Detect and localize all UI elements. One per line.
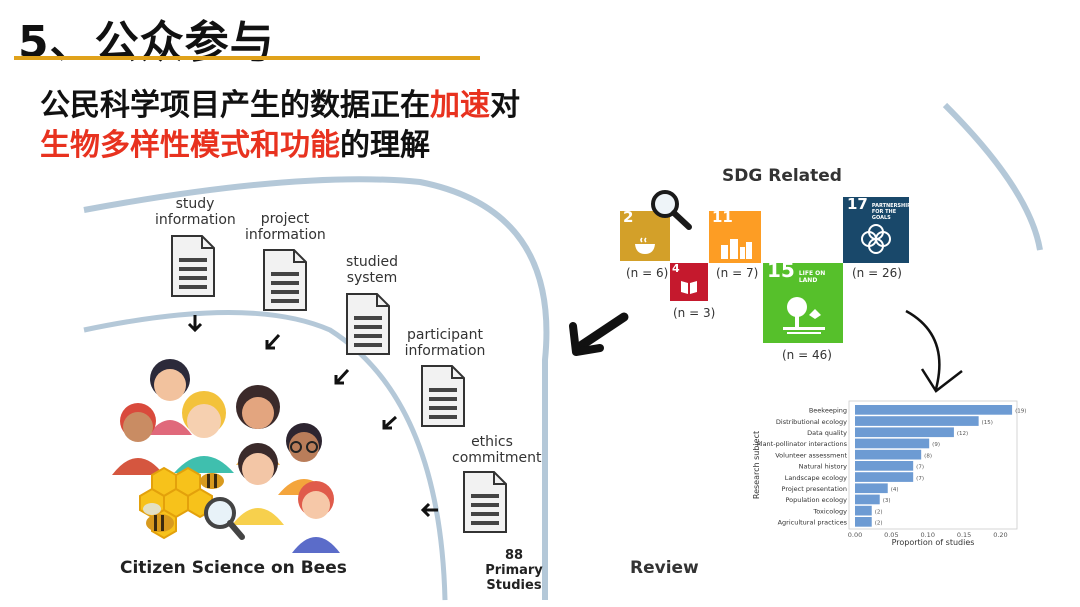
sdg-tile-4: 4 [670, 263, 708, 301]
caption-citizen-science-on-bees: Citizen Science on Bees [120, 558, 347, 578]
x-ticks: 0.00 0.05 0.10 0.15 0.20 [848, 531, 1008, 539]
label-studied-system: studied system [346, 254, 398, 286]
sdg-heading: SDG Related [722, 166, 842, 186]
count-label: (2) [875, 521, 883, 527]
right-arc [942, 102, 1043, 251]
count-label: (7) [916, 476, 924, 482]
sdg-count-11: (n = 7) [716, 266, 759, 280]
title-underline [14, 56, 480, 60]
research-subject-bar-chart: Beekeeping (19) Distributional ecology (15)… [752, 400, 1026, 547]
bar-distributional-ecology [855, 416, 979, 426]
category-label: Volunteer assessment [775, 451, 847, 459]
bar-beekeeping [855, 405, 1013, 415]
category-label: Agricultural practices [778, 519, 848, 527]
category-label: Natural history [799, 463, 848, 471]
sdg-count-4: (n = 3) [673, 306, 716, 320]
count-label: (4) [891, 487, 899, 493]
category-label: Landscape ecology [785, 474, 847, 482]
citizen-scientists-illustration [112, 359, 340, 553]
category-label: Data quality [807, 429, 847, 437]
headline-text: 对 [490, 88, 520, 123]
count-label: (19) [1015, 409, 1026, 415]
count-label: (12) [957, 431, 968, 437]
city-icon [721, 239, 752, 259]
bar-toxicology [855, 505, 872, 516]
sdg-count-2: (n = 6) [626, 266, 669, 280]
sdg-count-15: (n = 46) [782, 348, 832, 362]
headline-highlight: 加速 [430, 88, 490, 123]
bar-natural-history [855, 461, 914, 471]
big-arrow-down-left-icon [569, 312, 629, 356]
bar-plant-pollinator-interactions [855, 438, 930, 449]
count-label: (9) [932, 442, 940, 448]
sdg-count-17: (n = 26) [852, 266, 902, 280]
x-tick-label: 0.05 [884, 531, 898, 539]
y-axis-label: Research subject [752, 431, 761, 499]
document-icon [421, 365, 465, 427]
category-label: Toxicology [812, 507, 847, 515]
category-label: Beekeeping [809, 407, 847, 415]
bowl-icon [635, 237, 655, 254]
headline-text: 公民科学项目产生的数据正在 [40, 88, 430, 123]
rings-icon [861, 224, 891, 254]
bar-landscape-ecology [855, 472, 914, 482]
magnifier-icon [651, 190, 692, 230]
category-label: Distributional ecology [776, 418, 847, 426]
book-icon [681, 281, 697, 294]
curved-arrow-icon [905, 309, 963, 393]
count-label: (8) [924, 453, 932, 459]
x-tick-label: 0.10 [920, 531, 934, 539]
outer-arc [83, 176, 550, 600]
count-label: (7) [916, 465, 924, 471]
sdg-tile-11: 11 [709, 210, 761, 263]
x-axis-label: Proportion of studies [892, 538, 975, 547]
document-icon [263, 249, 307, 311]
x-tick-label: 0.15 [957, 531, 971, 539]
headline-line-2: 生物多样性模式和功能的理解 [40, 120, 430, 164]
document-icon [171, 235, 215, 297]
bar-data-quality [855, 427, 954, 438]
label-study-information: study information [155, 196, 236, 228]
arrow-down-icon [187, 315, 203, 333]
inner-arc [83, 310, 448, 601]
arrow-left-icon [420, 502, 438, 518]
headline-highlight: 生物多样性模式和功能 [40, 128, 340, 163]
headline-text: 的理解 [340, 128, 430, 163]
count-label: (15) [982, 420, 993, 426]
primary-studies-count: 88 Primary Studies [485, 548, 543, 593]
label-ethics-commitment: ethics commitment [452, 434, 542, 466]
bars: Beekeeping (19) Distributional ecology (15)… [757, 405, 1026, 527]
x-tick-label: 0.20 [993, 531, 1007, 539]
arrow-down-left-icon [265, 333, 281, 350]
headline-line-1: 公民科学项目产生的数据正在加速对 [40, 80, 520, 124]
arrow-down-left-icon [334, 368, 350, 385]
bar-project-presentation [855, 483, 888, 494]
arrow-down-left-icon [382, 415, 398, 430]
count-label: (2) [875, 509, 883, 515]
bar-population-ecology [855, 494, 880, 505]
label-project-information: project information [245, 211, 326, 243]
bar-volunteer-assessment [855, 449, 922, 460]
label-participant-information: participant information [404, 327, 486, 359]
document-icon [346, 293, 390, 355]
bar-agricultural-practices [855, 517, 872, 527]
review-label: Review [630, 558, 699, 578]
count-label: (3) [883, 498, 891, 504]
document-icon [463, 471, 507, 533]
tree-icon [783, 297, 825, 334]
x-tick-label: 0.00 [848, 531, 862, 539]
category-label: Population ecology [785, 496, 847, 504]
sdg-tile-2: 2 [620, 210, 670, 261]
category-label: Plant-pollinator interactions [757, 440, 848, 448]
category-label: Project presentation [782, 485, 847, 493]
